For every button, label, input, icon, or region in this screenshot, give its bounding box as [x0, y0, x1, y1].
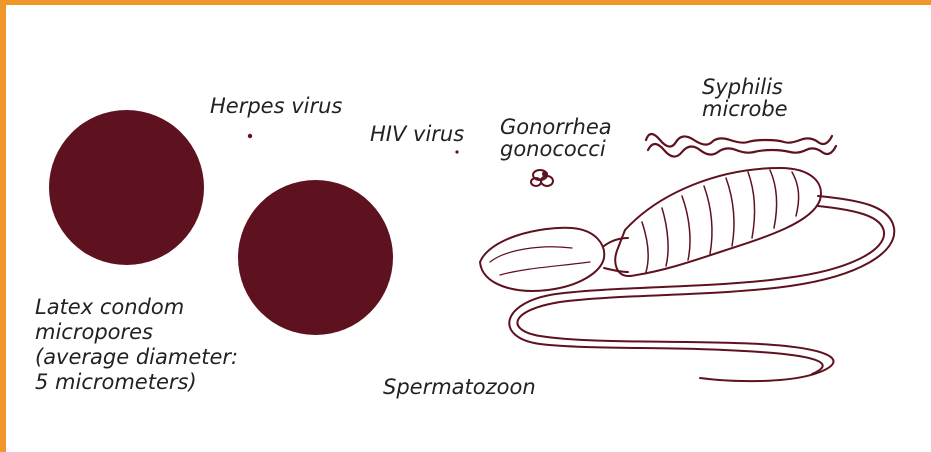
- gonorrhea-label-line1: Gonorrhea: [500, 116, 612, 139]
- gonorrhea-label-line2: gonococci: [500, 138, 606, 161]
- herpes-virus-label: Herpes virus: [210, 95, 342, 118]
- hiv-virus-dot: [455, 150, 458, 153]
- latex-label-line1: Latex condom: [35, 296, 184, 319]
- herpes-virus-dot: [248, 134, 252, 138]
- syphilis-microbe: [646, 134, 836, 157]
- latex-label-line3: (average diameter:: [35, 346, 238, 369]
- syphilis-label-line1: Syphilis: [702, 76, 783, 99]
- gonococci-cluster: [531, 170, 553, 186]
- latex-label-line4: 5 micrometers): [35, 371, 197, 394]
- spermatozoon-tail: [517, 196, 894, 381]
- latex-label-line2: micropores: [35, 321, 153, 344]
- hiv-virus-label: HIV virus: [370, 123, 464, 146]
- spermatozoon-head: [480, 228, 604, 291]
- spermatozoon-label: Spermatozoon: [383, 376, 536, 399]
- syphilis-label-line2: microbe: [702, 98, 788, 121]
- spermatozoon: [480, 168, 894, 381]
- spermatozoon-midpiece: [615, 168, 821, 276]
